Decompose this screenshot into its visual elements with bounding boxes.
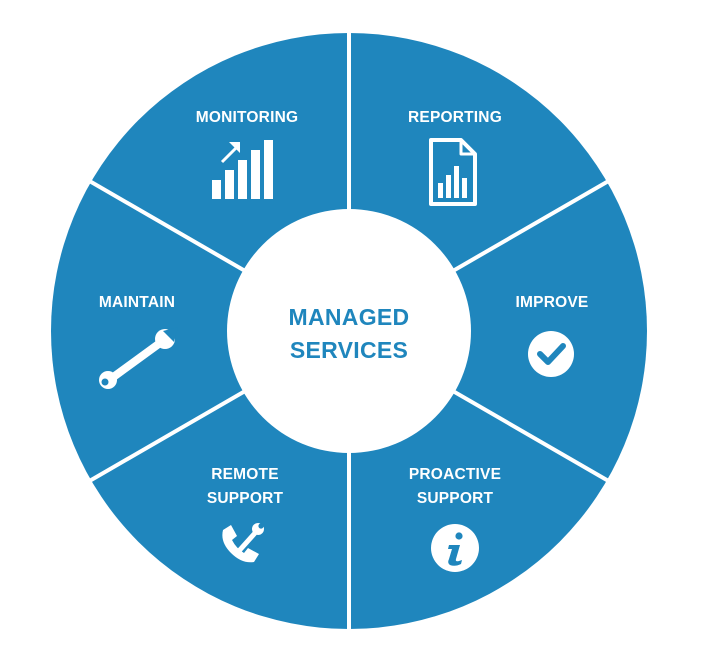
wrench-icon — [99, 327, 178, 389]
segment-label-improve: IMPROVE — [516, 294, 589, 311]
segment-reporting[interactable]: REPORTING — [408, 109, 502, 206]
info-circle-icon — [431, 524, 479, 572]
segment-label-remote: REMOTE — [211, 466, 279, 483]
segment-remote-support[interactable]: REMOTE SUPPORT — [207, 466, 284, 563]
segment-label-monitoring: MONITORING — [196, 109, 298, 126]
segment-label-remote-support: SUPPORT — [207, 490, 284, 507]
segment-dividers — [84, 28, 614, 634]
segment-label-maintain: MAINTAIN — [99, 294, 175, 311]
bar-chart-arrow-icon — [212, 140, 273, 199]
segment-label-proactive: PROACTIVE — [409, 466, 501, 483]
segment-improve[interactable]: IMPROVE — [516, 294, 589, 377]
center-title-line1: MANAGED — [289, 304, 410, 330]
check-circle-icon — [528, 331, 574, 377]
segment-label-reporting: REPORTING — [408, 109, 502, 126]
segment-maintain[interactable]: MAINTAIN — [99, 294, 178, 389]
center-hub: MANAGED SERVICES — [227, 209, 471, 453]
segment-monitoring[interactable]: MONITORING — [196, 109, 298, 199]
segment-label-proactive-support: SUPPORT — [417, 490, 494, 507]
center-title-line2: SERVICES — [290, 337, 408, 363]
phone-wrench-icon — [222, 523, 264, 563]
report-document-icon — [429, 138, 477, 206]
segment-proactive-support[interactable]: PROACTIVE SUPPORT — [409, 466, 501, 572]
